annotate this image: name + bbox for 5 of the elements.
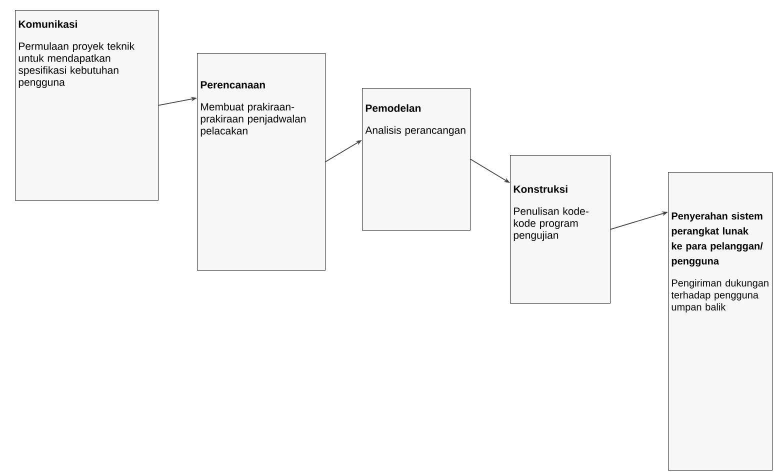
process-box: Penyerahan sistem perangkat lunak ke para pelanggan/ pengguna Pengiriman dukungan terhadap pengguna umpan balik [668, 172, 773, 471]
process-box: Komunikasi Permulaan proyek teknik untuk mendapatkan spesifikasi kebutuhan pengguna [15, 10, 159, 201]
process-box: Perencanaan Membuat prakiraan-prakiraan penjadwalan pelacakan [197, 53, 326, 271]
process-box: Pemodelan Analisis perancangan [362, 88, 471, 231]
process-box: Konstruksi Penulisan kode-kode program pengujian [510, 155, 611, 304]
